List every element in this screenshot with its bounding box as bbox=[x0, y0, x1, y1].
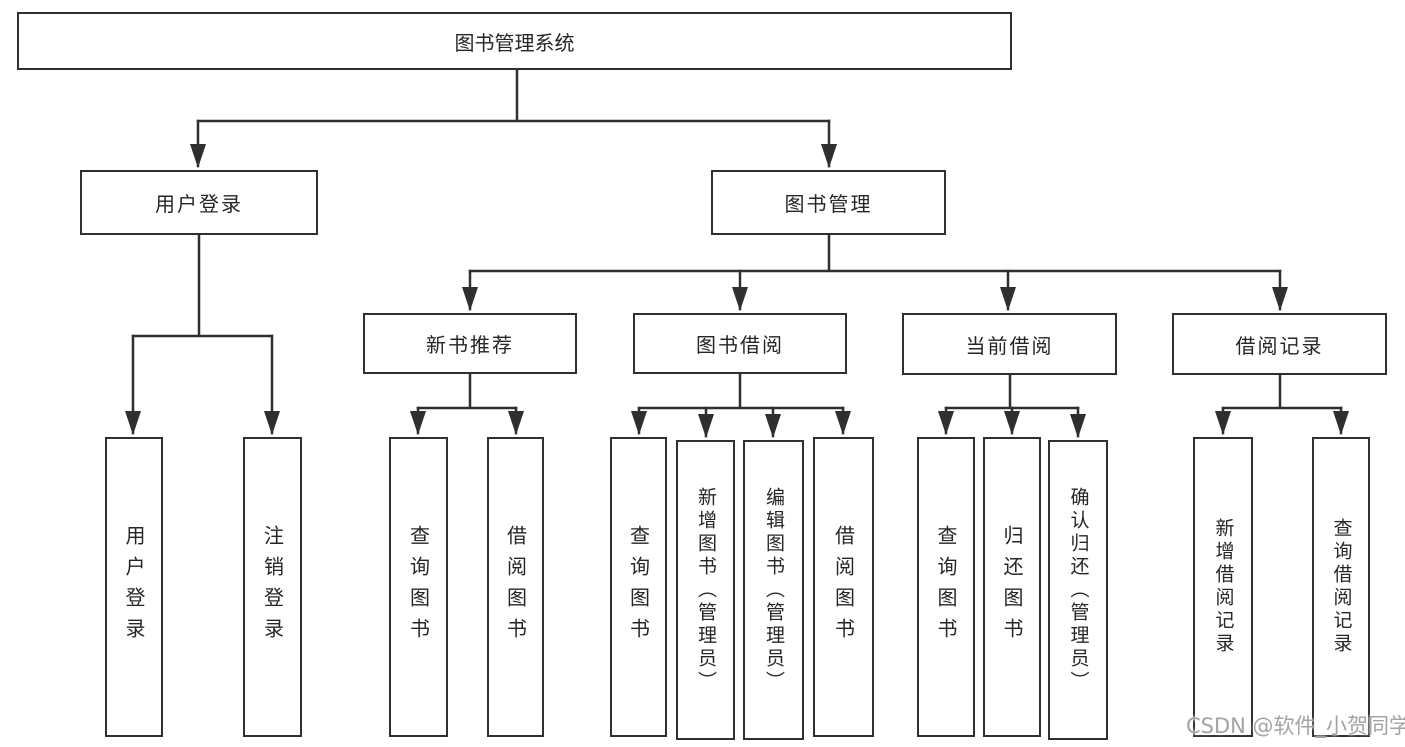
node-system-root: 图书管理系统 bbox=[17, 12, 1012, 70]
node-new-book-recommend: 新书推荐 bbox=[363, 313, 577, 374]
node-book-management: 图书管理 bbox=[711, 170, 946, 235]
leaf-records-query-record: 查询借阅记录 bbox=[1312, 437, 1370, 737]
leaf-current-confirm-return: 确认归还（管理员） bbox=[1048, 440, 1108, 740]
node-borrow-records: 借阅记录 bbox=[1172, 313, 1387, 375]
leaf-recommend-borrow-books: 借阅图书 bbox=[487, 437, 544, 737]
leaf-current-query-books: 查询图书 bbox=[917, 437, 975, 737]
leaf-borrow-edit-books: 编辑图书（管理员） bbox=[743, 440, 804, 740]
node-user-login: 用户登录 bbox=[80, 170, 318, 235]
leaf-recommend-query-books: 查询图书 bbox=[389, 437, 448, 737]
leaf-current-return-books: 归还图书 bbox=[983, 437, 1041, 737]
node-book-borrow: 图书借阅 bbox=[633, 313, 847, 374]
leaf-borrow-add-books: 新增图书（管理员） bbox=[676, 440, 735, 740]
leaf-borrow-query-books: 查询图书 bbox=[610, 437, 667, 737]
csdn-watermark: CSDN @软件_小贺同学 bbox=[1186, 714, 1405, 738]
leaf-borrow-borrow-books: 借阅图书 bbox=[813, 437, 874, 737]
node-current-borrow: 当前借阅 bbox=[902, 313, 1117, 375]
leaf-records-add-record: 新增借阅记录 bbox=[1193, 437, 1253, 737]
leaf-logout: 注销登录 bbox=[243, 437, 302, 737]
leaf-user-login: 用户登录 bbox=[105, 437, 163, 737]
